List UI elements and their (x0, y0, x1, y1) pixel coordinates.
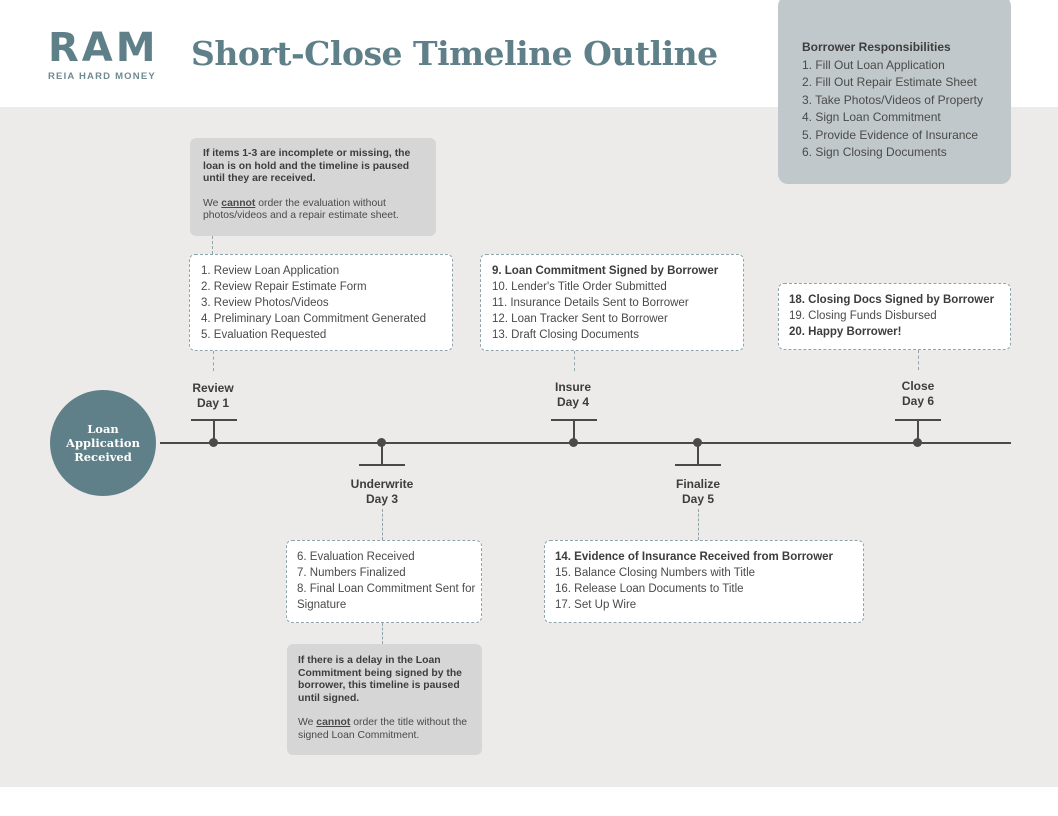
task-item: 13. Draft Closing Documents (492, 329, 640, 341)
connector (382, 623, 383, 644)
evaluation-hold-note: If items 1-3 are incomplete or missing, … (190, 138, 436, 236)
task-item: 2. Review Repair Estimate Form (201, 281, 367, 293)
connector (382, 509, 383, 540)
task-item: 15. Balance Closing Numbers with Title (555, 567, 756, 579)
timeline-background (0, 107, 1058, 787)
ram-logo: RAM REIA HARD MONEY (48, 25, 159, 82)
marker-bar (359, 464, 405, 466)
marker-stem (697, 443, 699, 465)
task-item: 19. Closing Funds Disbursed (789, 310, 937, 322)
task-item: 7. Numbers Finalized (297, 567, 406, 579)
task-item: 20. Happy Borrower! (789, 326, 902, 338)
review-tasks-box: 1. Review Loan Application 2. Review Rep… (189, 254, 453, 351)
task-item: 11. Insurance Details Sent to Borrower (492, 297, 689, 309)
close-task-list: 18. Closing Docs Signed by Borrower 19. … (789, 292, 1010, 340)
borrower-responsibilities-panel: Borrower Responsibilities 1. Fill Out Lo… (778, 0, 1011, 184)
responsibility-item: 3. Take Photos/Videos of Property (802, 92, 984, 107)
task-item: 9. Loan Commitment Signed by Borrower (492, 265, 719, 277)
task-item: 5. Evaluation Requested (201, 329, 327, 341)
timeline-axis (160, 442, 1011, 444)
note-warning: If items 1-3 are incomplete or missing, … (203, 148, 411, 185)
task-item: 16. Release Loan Documents to Title (555, 583, 744, 595)
review-task-list: 1. Review Loan Application 2. Review Rep… (201, 263, 452, 343)
note-detail: We cannot order the evaluation without p… (203, 197, 399, 222)
timeline-dot (209, 438, 218, 447)
timeline-dot (693, 438, 702, 447)
task-item: 8. Final Loan Commitment Sent for Signat… (297, 583, 476, 611)
commitment-delay-note: If there is a delay in the Loan Commitme… (287, 644, 482, 755)
logo-mark: RAM (48, 25, 159, 71)
insure-tasks-box: 9. Loan Commitment Signed by Borrower 10… (480, 254, 744, 351)
marker-bar (675, 464, 721, 466)
logo-subtitle: REIA HARD MONEY (48, 71, 156, 82)
connector (698, 509, 699, 540)
underwrite-task-list: 6. Evaluation Received 7. Numbers Finali… (297, 549, 481, 613)
underwrite-tasks-box: 6. Evaluation Received 7. Numbers Finali… (286, 540, 482, 623)
connector (213, 351, 214, 371)
timeline-dot (377, 438, 386, 447)
timeline-dot (913, 438, 922, 447)
note-warning: If there is a delay in the Loan Commitme… (298, 655, 462, 704)
task-item: 18. Closing Docs Signed by Borrower (789, 294, 995, 306)
timeline-dot (569, 438, 578, 447)
insure-task-list: 9. Loan Commitment Signed by Borrower 10… (492, 263, 743, 343)
task-item: 10. Lender's Title Order Submitted (492, 281, 667, 293)
responsibilities-heading: Borrower Responsibilities (802, 40, 951, 54)
task-item: 4. Preliminary Loan Commitment Generated (201, 313, 426, 325)
task-item: 12. Loan Tracker Sent to Borrower (492, 313, 668, 325)
task-item: 1. Review Loan Application (201, 265, 340, 277)
task-item: 17. Set Up Wire (555, 599, 637, 611)
close-tasks-box: 18. Closing Docs Signed by Borrower 19. … (778, 283, 1011, 350)
marker-stem (213, 420, 215, 442)
responsibility-item: 6. Sign Closing Documents (802, 145, 947, 159)
task-item: 14. Evidence of Insurance Received from … (555, 551, 834, 563)
task-item: 6. Evaluation Received (297, 551, 415, 563)
connector (918, 350, 919, 370)
marker-stem (381, 443, 383, 465)
marker-stem (917, 420, 919, 442)
note-detail: We cannot order the title without the si… (298, 717, 468, 741)
marker-stem (573, 420, 575, 442)
finalize-tasks-box: 14. Evidence of Insurance Received from … (544, 540, 864, 623)
task-item: 3. Review Photos/Videos (201, 297, 329, 309)
finalize-task-list: 14. Evidence of Insurance Received from … (555, 549, 863, 613)
connector (212, 236, 213, 254)
page-title: Short-Close Timeline Outline (191, 34, 718, 73)
responsibility-item: 5. Provide Evidence of Insurance (802, 127, 979, 142)
loan-application-received-node: Loan Application Received (50, 390, 156, 496)
responsibility-item: 4. Sign Loan Commitment (802, 110, 941, 124)
connector (574, 351, 575, 371)
responsibilities-list: 1. Fill Out Loan Application 2. Fill Out… (802, 57, 1011, 162)
responsibility-item: 1. Fill Out Loan Application (802, 57, 945, 72)
responsibility-item: 2. Fill Out Repair Estimate Sheet (802, 75, 977, 89)
